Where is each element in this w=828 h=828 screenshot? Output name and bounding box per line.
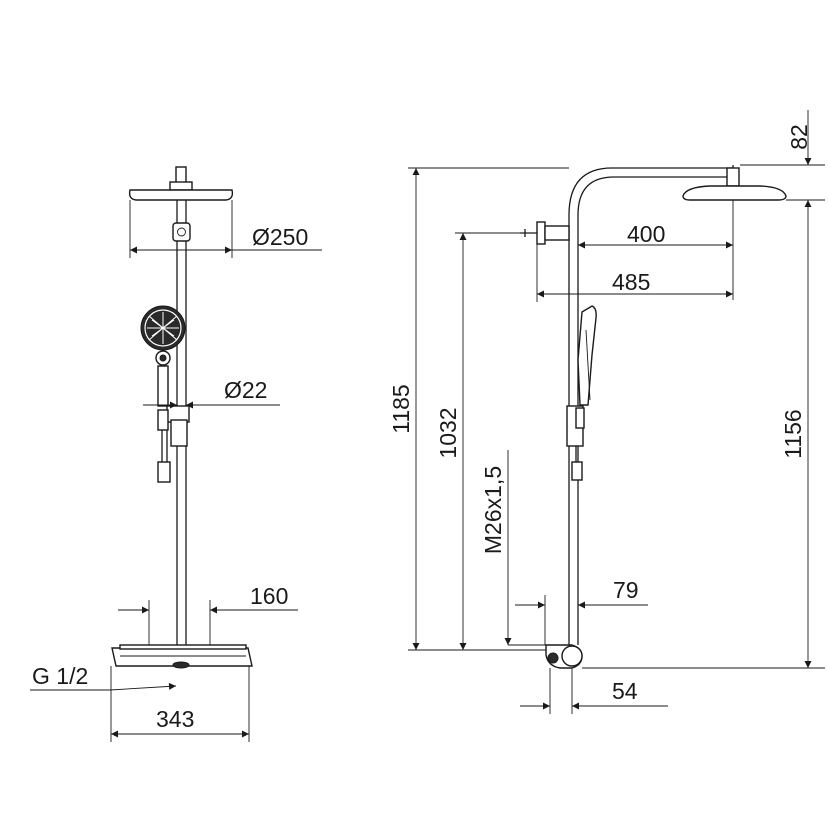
label-inlet-thread: G 1/2 bbox=[32, 663, 88, 689]
label-valve-spacing: 160 bbox=[250, 583, 288, 609]
dim-wall-offset: 54 bbox=[520, 668, 668, 714]
dim-head-reach: 485 bbox=[536, 244, 733, 302]
label-head-top-offset: 82 bbox=[786, 124, 812, 150]
label-head-height: 1156 bbox=[780, 409, 806, 458]
dim-head-diameter: Ø250 bbox=[129, 200, 322, 258]
label-head-diameter: Ø250 bbox=[252, 224, 308, 250]
label-valve-depth: 79 bbox=[613, 577, 639, 603]
thermostat-body bbox=[111, 644, 253, 669]
dim-valve-spacing: 160 bbox=[118, 583, 298, 645]
dim-head-top-offset: 82 bbox=[740, 110, 825, 668]
hand-shower bbox=[140, 305, 186, 407]
rain-shower-head bbox=[128, 166, 234, 201]
label-rail-thread: M26x1,5 bbox=[480, 466, 506, 554]
label-total-height: 1185 bbox=[388, 384, 414, 433]
label-overall-width: 343 bbox=[156, 706, 194, 732]
label-wall-offset: 54 bbox=[612, 678, 638, 704]
front-view: Ø250 Ø22 160 G 1/2 343 bbox=[30, 166, 322, 742]
side-wall-bracket bbox=[520, 221, 570, 245]
dim-pipe-diameter: Ø22 bbox=[143, 377, 280, 409]
side-shower-head bbox=[682, 167, 787, 201]
label-head-reach: 485 bbox=[612, 269, 650, 295]
dim-inlet-thread: G 1/2 bbox=[30, 663, 177, 691]
dim-rail-thread: M26x1,5 bbox=[480, 450, 546, 646]
dim-total-height: 1185 bbox=[388, 167, 569, 651]
side-thermostat bbox=[545, 644, 583, 669]
label-connection-height: 1032 bbox=[435, 407, 461, 458]
dim-connection-height: 1032 bbox=[435, 232, 520, 650]
dim-valve-depth: 79 bbox=[515, 577, 648, 645]
hose-holder bbox=[157, 405, 190, 483]
label-pipe-diameter: Ø22 bbox=[224, 377, 267, 403]
dim-overall-width: 343 bbox=[110, 666, 250, 742]
side-hand-shower bbox=[566, 305, 597, 481]
dim-arm-reach: 400 bbox=[578, 200, 734, 300]
side-view: 82 1156 400 485 1185 1032 bbox=[388, 110, 825, 714]
label-arm-reach: 400 bbox=[627, 221, 665, 247]
